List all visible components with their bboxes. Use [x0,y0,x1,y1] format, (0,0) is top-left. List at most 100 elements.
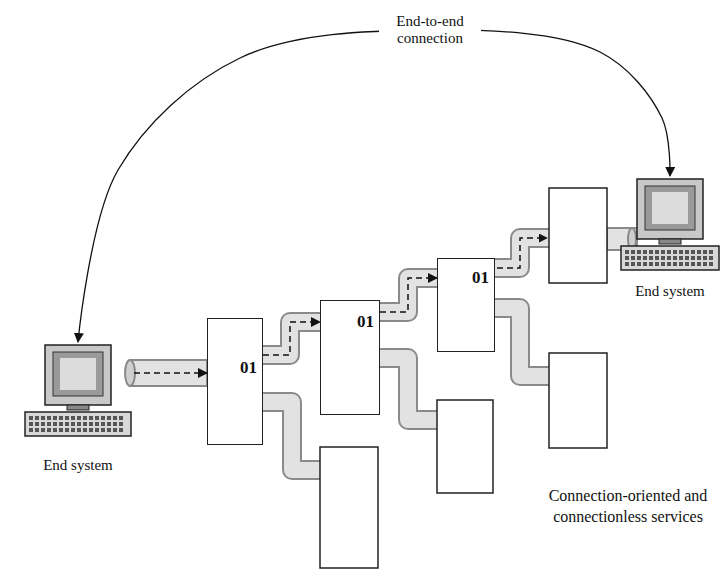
keyboard-key [101,422,105,426]
keyboard-key [107,422,111,426]
keyboard-key [697,256,701,260]
keyboard-key [35,422,39,426]
keyboard-key [119,416,123,420]
keyboard-key [637,256,641,260]
keyboard-key [649,250,653,254]
keyboard-key [59,422,63,426]
keyboard-key [65,422,69,426]
keyboard-key [95,416,99,420]
keyboard-key [41,428,45,432]
empty-box [549,188,607,283]
keyboard-key [667,250,671,254]
keyboard-key [113,428,117,432]
keyboard-key [47,422,51,426]
keyboard-key [673,250,677,254]
empty-box [437,400,493,493]
keyboard-key [667,262,671,266]
keyboard-key [637,250,641,254]
keyboard-key [77,428,81,432]
keyboard-key [685,256,689,260]
tube-end [125,360,135,386]
pipe-fill [494,238,550,268]
pipe [380,358,437,420]
system-label: End system [633,283,707,300]
end-system: End system [618,176,722,304]
data-path [497,238,547,268]
keyboard [25,412,131,436]
router-box: 01 [437,258,495,352]
keyboard-key [673,256,677,260]
keyboard-key [643,250,647,254]
keyboard-key [697,250,701,254]
end-to-end-arrow [78,30,670,342]
monitor-screen [645,186,695,230]
monitor-stand [67,405,89,410]
keyboard-key [41,422,45,426]
keyboard-key [691,262,695,266]
keyboard-key [95,422,99,426]
keyboard-key [625,256,629,260]
keyboard-key [47,416,51,420]
monitor-case [637,179,703,239]
keyboard-key [655,250,659,254]
keyboard-key [679,250,683,254]
computer-icon [618,176,722,276]
keyboard-key [89,428,93,432]
keyboard-key [691,256,695,260]
keyboard-key [673,262,677,266]
pipe [263,322,320,355]
tube [130,360,207,386]
keyboard-key [89,422,93,426]
keyboard-key [77,422,81,426]
keyboard-key [59,428,63,432]
empty-box [320,447,378,568]
keyboard-key [29,428,33,432]
keyboard-key [703,256,707,260]
connection-label: End-to-end connection [379,12,481,49]
keyboard-key [661,250,665,254]
bit-label: 01 [326,313,374,332]
pipe-fill [262,402,321,470]
keyboard-key [625,262,629,266]
keyboard-key [119,428,123,432]
empty-box [549,353,607,448]
keyboard-key [643,262,647,266]
keyboard-key [697,262,701,266]
pipe-fills [262,238,550,470]
keyboard-key [667,256,671,260]
keyboard-key [649,256,653,260]
router-box: 01 [207,318,263,445]
keyboard-key [35,428,39,432]
pipe-fill [379,358,438,420]
keyboard-key [83,428,87,432]
system-label: End system [41,457,115,474]
figure-caption: Connection-oriented and connectionless s… [538,486,718,528]
keyboard-key [89,416,93,420]
keyboard-key [71,416,75,420]
pipe [263,402,320,470]
keyboard-key [709,256,713,260]
keyboard-key [691,250,695,254]
keyboard-key [649,262,653,266]
keyboard-key [655,256,659,260]
keyboard-key [59,416,63,420]
screen-glare [652,192,688,224]
keyboard-key [679,262,683,266]
data-path [134,372,207,374]
keyboard-key [685,250,689,254]
keyboard-key [65,428,69,432]
keyboard-key [71,422,75,426]
keyboard-key [643,256,647,260]
pipe-outlines [263,238,549,470]
keyboard-key [53,416,57,420]
pipe [495,238,549,268]
keyboard-key [83,422,87,426]
monitor-screen [53,352,103,396]
monitor-case [45,345,111,405]
keyboard-key [53,422,57,426]
keyboard-key [113,422,117,426]
keyboard-key [661,256,665,260]
keyboard-key [703,250,707,254]
keyboard-key [113,416,117,420]
